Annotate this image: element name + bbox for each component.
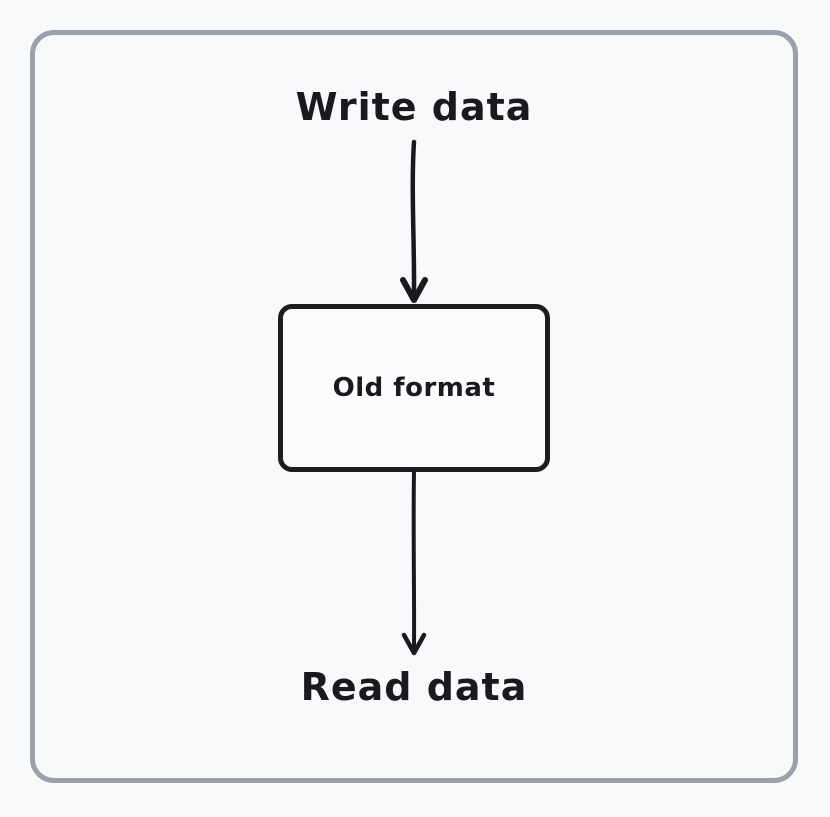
down-arrow-icon [400,139,428,303]
write-data-label: Write data [295,85,533,129]
old-format-node: Old format [278,304,550,472]
diagram-frame: Write data Old format Read data [30,30,798,783]
down-arrow-icon [401,469,427,656]
read-data-label: Read data [300,665,528,709]
old-format-node-label: Old format [332,373,496,403]
